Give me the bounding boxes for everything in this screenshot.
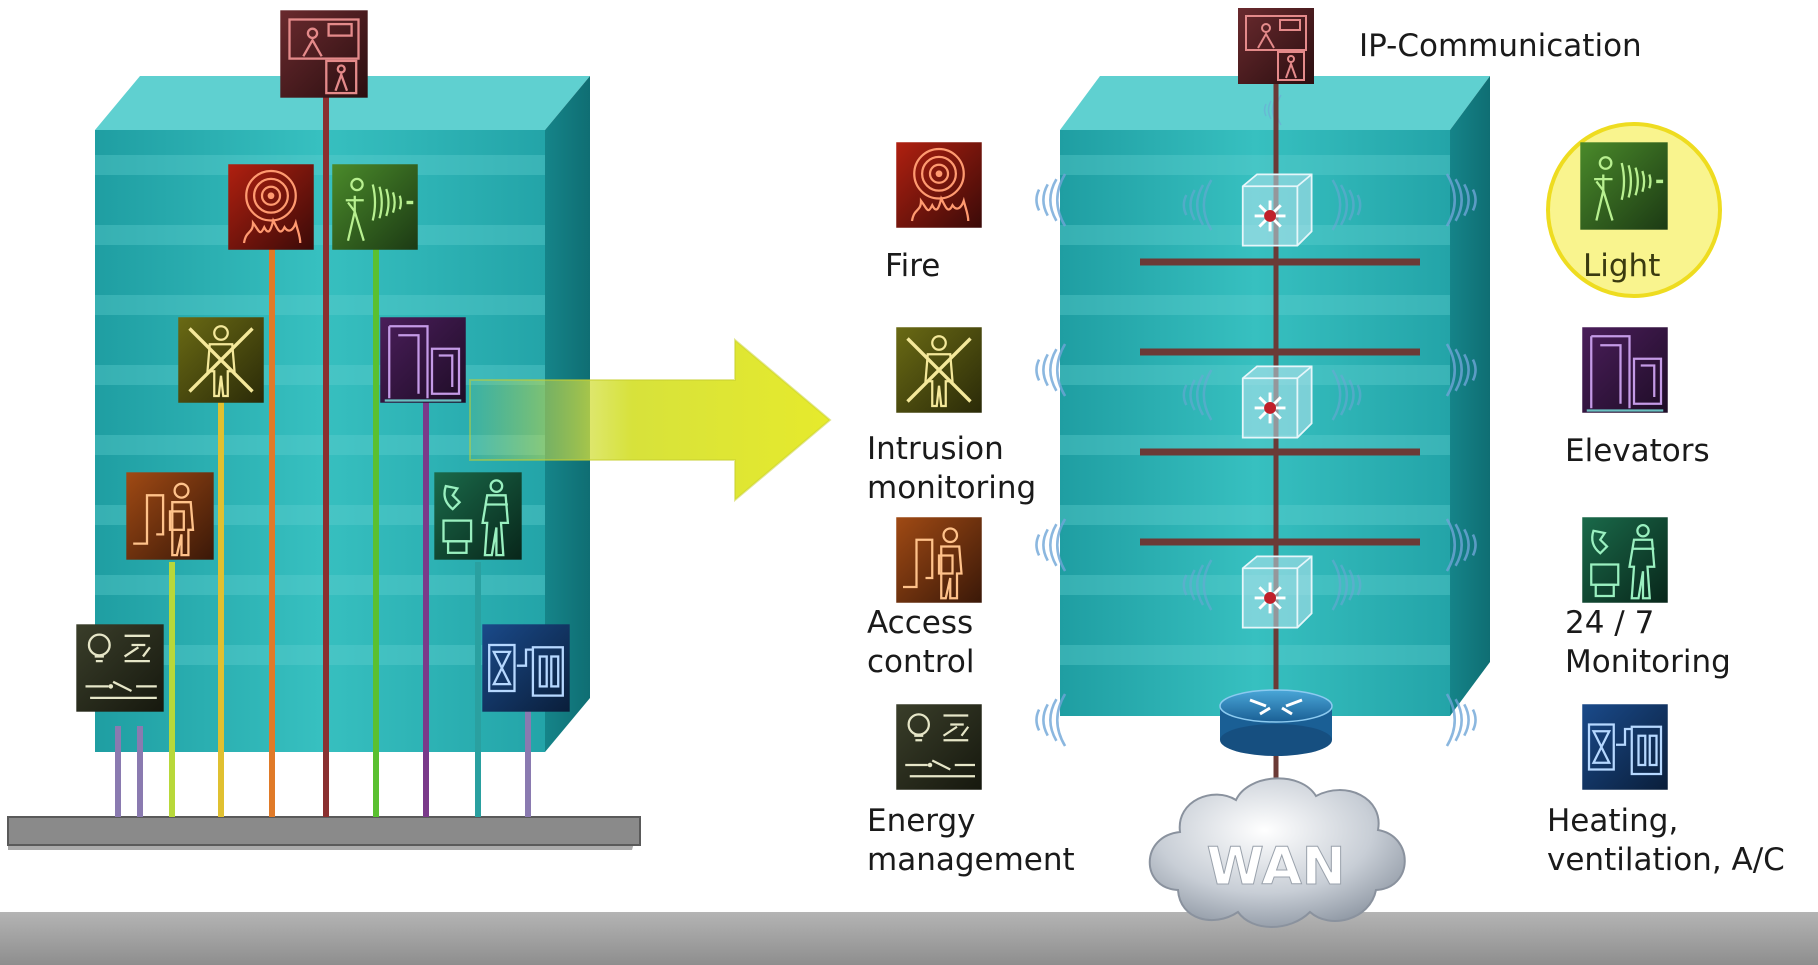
legacy-base-slab <box>7 816 641 850</box>
label-line: monitoring <box>867 470 1037 506</box>
energy-icon <box>75 623 165 713</box>
access-control-icon <box>895 516 983 604</box>
label-line: Energy <box>867 803 976 839</box>
intrusion-icon <box>894 325 984 415</box>
label-elevators: Elevators <box>1565 433 1710 469</box>
legacy-cables <box>115 14 531 817</box>
access-control-icon <box>125 471 215 561</box>
elevator-icon <box>1581 326 1669 414</box>
camera-person-icon <box>279 9 369 99</box>
label-access-control: Access control <box>867 604 974 682</box>
label-energy-management: Energy management <box>867 802 1075 880</box>
fire-icon <box>227 163 315 251</box>
light-icon <box>330 162 420 252</box>
monitoring-icon <box>433 471 523 561</box>
ground-band <box>0 912 1818 965</box>
label-line: control <box>867 644 975 680</box>
transition-arrow <box>469 337 832 503</box>
label-line: management <box>867 842 1075 878</box>
hvac-icon <box>481 623 571 713</box>
wan-cloud: WAN <box>1148 777 1406 928</box>
label-hvac: Heating, ventilation, A/C <box>1547 802 1785 880</box>
network-switch-icon <box>1241 172 1314 248</box>
label-line: 24 / 7 <box>1565 605 1655 641</box>
label-line: ventilation, A/C <box>1547 842 1785 878</box>
camera-person-icon <box>1237 7 1315 85</box>
light-icon <box>1578 140 1670 232</box>
label-line: Access <box>867 605 974 641</box>
label-line: Intrusion <box>867 431 1004 467</box>
elevator-icon <box>379 316 467 404</box>
fire-icon <box>895 141 983 229</box>
monitoring-icon <box>1581 516 1669 604</box>
router-icon <box>1219 689 1333 756</box>
label-light: Light <box>1583 248 1661 284</box>
wan-label: WAN <box>1207 837 1346 897</box>
energy-icon <box>895 703 983 791</box>
network-switch-icon <box>1241 554 1314 630</box>
ip-backbone <box>1140 16 1420 870</box>
label-line: Heating, <box>1547 803 1679 839</box>
label-intrusion-monitoring: Intrusion monitoring <box>867 430 1036 508</box>
label-line: Monitoring <box>1565 644 1731 680</box>
label-ip-communication: IP-Communication <box>1359 28 1642 64</box>
label-fire: Fire <box>885 248 941 284</box>
hvac-icon <box>1581 703 1669 791</box>
intrusion-icon <box>176 315 266 405</box>
network-switch-icon <box>1241 364 1314 440</box>
label-24-7-monitoring: 24 / 7 Monitoring <box>1565 604 1731 682</box>
